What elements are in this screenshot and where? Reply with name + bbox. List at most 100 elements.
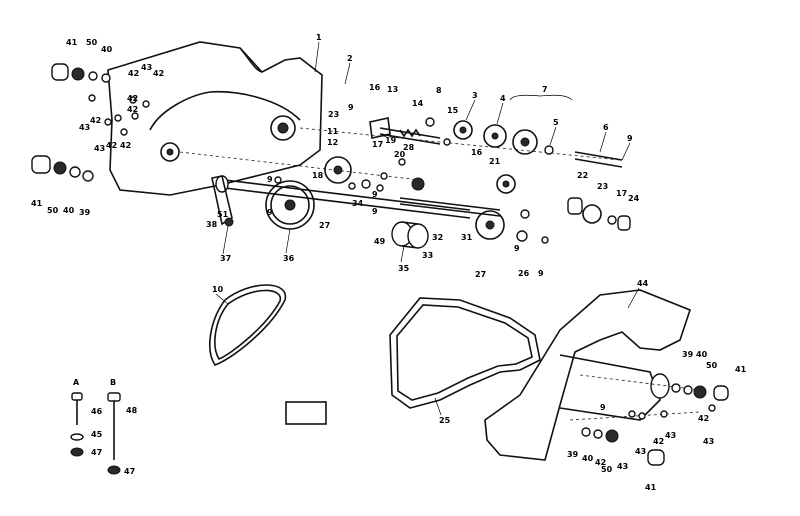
- callout-49: 49: [374, 237, 386, 246]
- callout-9-center-c: 9: [267, 208, 273, 217]
- callout-31: 31: [461, 233, 473, 242]
- left-housing: [107, 41, 621, 196]
- callout-18: 18: [312, 171, 324, 180]
- callout-15: 15: [447, 106, 459, 115]
- callout-35: 35: [398, 264, 410, 273]
- callout-9-center-e: 9: [372, 207, 378, 216]
- callout-43-bottom: 43: [635, 447, 646, 456]
- gear-stack-3-4-5: [453, 120, 554, 155]
- callout-50-bottom: 50: [601, 465, 613, 474]
- callout-B: B: [110, 378, 116, 387]
- right-bearing-stack-bottom: [581, 427, 665, 466]
- callout-44: 44: [637, 279, 649, 288]
- callout-20: 20: [394, 150, 406, 159]
- callout-42-right-b: 42: [653, 437, 664, 446]
- callout-42-g: 42: [127, 105, 138, 114]
- callout-39-right-top: 39: [682, 350, 694, 359]
- callout-43-right: 43: [665, 431, 676, 440]
- callout-13: 13: [387, 85, 398, 94]
- right-housing: [484, 289, 701, 461]
- bolt-A-assembly: [70, 392, 84, 457]
- sprocket-21: [496, 174, 516, 194]
- decal-tag: [285, 401, 327, 425]
- callout-42-bottom: 42: [595, 458, 606, 467]
- sprocket-27-upper: [324, 156, 352, 184]
- callout-42-a: 42: [128, 69, 139, 78]
- callout-51: 51: [217, 210, 229, 219]
- callout-17: 17: [372, 140, 383, 149]
- housing-gasket: [389, 297, 541, 409]
- callout-39-left: 39: [79, 208, 91, 217]
- shaft-6: [574, 151, 623, 168]
- drive-chain: [209, 284, 287, 366]
- left-bolt-cluster: [88, 94, 150, 136]
- callout-9-center-a: 9: [348, 103, 354, 112]
- callout-43-bottom-b: 43: [617, 462, 628, 471]
- callout-50-top: 50: [86, 38, 98, 47]
- leader-lines: [215, 41, 640, 416]
- callout-9: 9: [627, 134, 633, 143]
- callout-43-b: 43: [79, 123, 90, 132]
- callout-46: 46: [91, 407, 103, 416]
- callout-37: 37: [220, 254, 231, 263]
- callout-23: 23: [328, 110, 339, 119]
- callout-50-right: 50: [706, 361, 718, 370]
- callout-40-bottom: 40: [582, 454, 594, 463]
- callout-25: 25: [439, 416, 451, 425]
- callout-40-left: 40: [63, 206, 75, 215]
- callout-2: 2: [347, 54, 353, 63]
- callout-42-c: 42: [90, 116, 101, 125]
- callout-27-upper: 27: [319, 221, 330, 230]
- drive-shaft-lower: [215, 175, 471, 219]
- shaft-32: [399, 197, 501, 217]
- callout-45: 45: [91, 430, 103, 439]
- callout-16: 16: [369, 83, 381, 92]
- callout-43-c: 43: [94, 144, 105, 153]
- callout-26: 26: [518, 269, 530, 278]
- callout-labels: 1 2 3 4 5 6 7 8 9 10 11 12 13 14 15 16 1…: [31, 33, 747, 492]
- callout-42-right: 42: [698, 414, 709, 423]
- callout-17-right: 17: [616, 189, 627, 198]
- callout-42-b: 42: [153, 69, 164, 78]
- bolt-B-assembly: [107, 392, 121, 475]
- callout-9-center-g: 9: [514, 244, 520, 253]
- callout-6: 6: [603, 123, 609, 132]
- callout-50-left: 50: [47, 206, 59, 215]
- group-bracket-7: [509, 94, 573, 101]
- callout-8: 8: [436, 86, 442, 95]
- callout-9-center-d: 9: [372, 190, 378, 199]
- right-bearing-stack-top: [671, 383, 729, 401]
- callout-41-top: 41: [66, 38, 78, 47]
- callout-21: 21: [489, 157, 501, 166]
- callout-42-e: 42: [120, 141, 131, 150]
- spacer-35: [391, 221, 429, 249]
- callout-28: 28: [403, 143, 415, 152]
- callout-43-a: 43: [141, 63, 152, 72]
- callout-36: 36: [283, 254, 295, 263]
- callout-40-top: 40: [101, 45, 113, 54]
- callout-5: 5: [553, 118, 559, 127]
- callout-43-right-b: 43: [703, 437, 714, 446]
- callout-19: 19: [385, 136, 397, 145]
- callout-33: 33: [422, 251, 433, 260]
- callout-9-center-f: 9: [538, 269, 544, 278]
- callout-A: A: [73, 378, 80, 387]
- callout-47-a: 47: [91, 448, 102, 457]
- bracket-13: [369, 117, 391, 139]
- sprocket-27-lower: [475, 210, 505, 240]
- callout-23-right: 23: [597, 182, 608, 191]
- small-hardware-center: [274, 117, 549, 244]
- pivot-51-38: [211, 175, 234, 227]
- callout-9-right: 9: [600, 403, 606, 412]
- callout-42-d: 42: [106, 141, 117, 150]
- callout-48: 48: [126, 406, 138, 415]
- callout-10: 10: [212, 285, 224, 294]
- callout-24: 24: [628, 194, 640, 203]
- callout-34: 34: [352, 199, 364, 208]
- callout-41-left: 41: [31, 199, 43, 208]
- callout-4: 4: [500, 94, 506, 103]
- callout-41-bottom: 41: [645, 483, 657, 492]
- callout-38: 38: [206, 220, 218, 229]
- callout-27-lower: 27: [475, 270, 486, 279]
